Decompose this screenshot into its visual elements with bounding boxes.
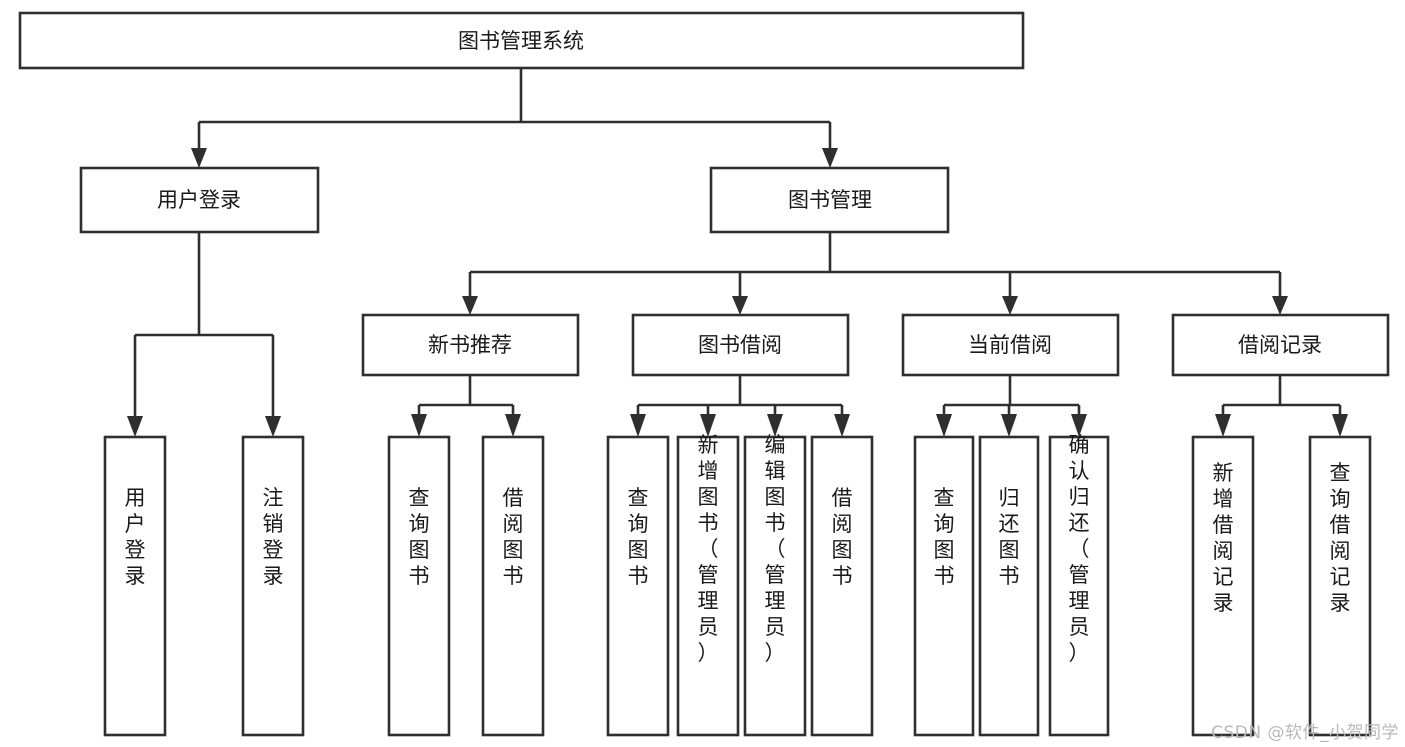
node-label: 图书管理 bbox=[788, 188, 872, 212]
node-label: 编辑图书（管理员） bbox=[765, 433, 786, 665]
arrow-head-icon bbox=[1002, 296, 1018, 315]
arrow-head-icon bbox=[732, 296, 748, 315]
arrow-head-icon bbox=[1071, 414, 1087, 437]
node-box[interactable] bbox=[978, 435, 1040, 737]
node-box[interactable] bbox=[1308, 435, 1372, 737]
node-label: 归还图书 bbox=[999, 486, 1020, 588]
node-box[interactable] bbox=[79, 166, 320, 234]
connector-root-to-level2 bbox=[191, 68, 838, 168]
node-box[interactable] bbox=[709, 166, 950, 234]
node-leaf-query-book-1[interactable]: 查询图书 bbox=[387, 435, 451, 737]
arrow-head-icon bbox=[127, 416, 143, 437]
node-box[interactable] bbox=[241, 435, 305, 737]
node-label: 借阅记录 bbox=[1238, 333, 1322, 357]
node-label: 借阅图书 bbox=[832, 486, 853, 588]
arrow-head-icon bbox=[411, 414, 427, 437]
node-box[interactable] bbox=[18, 11, 1025, 70]
node-leaf-borrow-book-1[interactable]: 借阅图书 bbox=[481, 435, 545, 737]
node-leaf-add-record[interactable]: 新增借阅记录 bbox=[1191, 435, 1255, 737]
node-new-book-rec[interactable]: 新书推荐 bbox=[361, 313, 580, 377]
connector-bookborrow-to-leaves bbox=[630, 375, 850, 437]
node-leaf-query-record[interactable]: 查询借阅记录 bbox=[1308, 435, 1372, 737]
arrow-head-icon bbox=[630, 414, 646, 437]
node-label: 注销登录 bbox=[263, 486, 284, 588]
node-label: 图书借阅 bbox=[698, 333, 782, 357]
node-box[interactable] bbox=[1171, 313, 1390, 377]
node-box[interactable] bbox=[387, 435, 451, 737]
node-leaf-query-book-2[interactable]: 查询图书 bbox=[606, 435, 670, 737]
node-leaf-return-book[interactable]: 归还图书 bbox=[978, 435, 1040, 737]
connector-currentborrow-to-leaves bbox=[936, 375, 1087, 437]
arrow-head-icon bbox=[462, 296, 478, 315]
node-current-borrow[interactable]: 当前借阅 bbox=[901, 313, 1120, 377]
node-borrow-record[interactable]: 借阅记录 bbox=[1171, 313, 1390, 377]
node-user-login[interactable]: 用户登录 bbox=[79, 166, 320, 234]
node-box[interactable] bbox=[103, 435, 167, 737]
connector-newbookrec-to-leaves bbox=[411, 375, 521, 437]
node-book-manage[interactable]: 图书管理 bbox=[709, 166, 950, 234]
node-leaf-edit-book[interactable]: 编辑图书（管理员） bbox=[743, 433, 807, 737]
node-label: 图书管理系统 bbox=[458, 29, 584, 53]
arrow-head-icon bbox=[936, 414, 952, 437]
arrow-head-icon bbox=[822, 148, 838, 168]
arrow-head-icon bbox=[700, 414, 716, 437]
node-label: 借阅图书 bbox=[503, 486, 524, 588]
node-root[interactable]: 图书管理系统 bbox=[18, 11, 1025, 70]
node-leaf-confirm-return[interactable]: 确认归还（管理员） bbox=[1048, 433, 1110, 737]
csdn-watermark: CSDN @软件_小贺同学 bbox=[1211, 723, 1399, 743]
node-box[interactable] bbox=[606, 435, 670, 737]
node-box[interactable] bbox=[1048, 435, 1110, 737]
node-label: 用户登录 bbox=[157, 188, 241, 212]
arrow-head-icon bbox=[505, 414, 521, 437]
node-label: 用户登录 bbox=[125, 486, 146, 588]
arrow-head-icon bbox=[834, 414, 850, 437]
arrow-head-icon bbox=[1272, 296, 1288, 315]
node-box[interactable] bbox=[481, 435, 545, 737]
node-leaf-user-login[interactable]: 用户登录 bbox=[103, 435, 167, 737]
node-label: 当前借阅 bbox=[968, 333, 1052, 357]
node-leaf-query-book-3[interactable]: 查询图书 bbox=[913, 435, 975, 737]
connector-bookmanage-to-level3 bbox=[462, 232, 1288, 315]
node-label: 查询图书 bbox=[628, 486, 649, 588]
arrow-head-icon bbox=[1215, 414, 1231, 437]
node-leaf-logout[interactable]: 注销登录 bbox=[241, 435, 305, 737]
node-leaf-borrow-book-2[interactable]: 借阅图书 bbox=[810, 435, 874, 737]
node-box[interactable] bbox=[676, 435, 740, 737]
node-label: 确认归还（管理员） bbox=[1069, 433, 1090, 665]
node-label: 新增图书（管理员） bbox=[698, 433, 719, 665]
node-box[interactable] bbox=[743, 435, 807, 737]
node-label: 查询借阅记录 bbox=[1330, 461, 1351, 615]
node-box[interactable] bbox=[901, 313, 1120, 377]
node-label: 新增借阅记录 bbox=[1213, 461, 1234, 615]
node-box[interactable] bbox=[913, 435, 975, 737]
node-box[interactable] bbox=[631, 313, 850, 377]
node-book-borrow[interactable]: 图书借阅 bbox=[631, 313, 850, 377]
connector-userlogin-to-leaves bbox=[127, 232, 281, 437]
node-box[interactable] bbox=[1191, 435, 1255, 737]
node-label: 新书推荐 bbox=[428, 333, 512, 357]
arrow-head-icon bbox=[191, 148, 207, 168]
arrow-head-icon bbox=[265, 416, 281, 437]
node-label: 查询图书 bbox=[934, 486, 955, 588]
node-leaf-add-book[interactable]: 新增图书（管理员） bbox=[676, 433, 740, 737]
node-box[interactable] bbox=[810, 435, 874, 737]
arrow-head-icon bbox=[1332, 414, 1348, 437]
node-label: 查询图书 bbox=[409, 486, 430, 588]
node-box[interactable] bbox=[361, 313, 580, 377]
connector-borrowrecord-to-leaves bbox=[1215, 375, 1348, 437]
arrow-head-icon bbox=[767, 414, 783, 437]
arrow-head-icon bbox=[1001, 414, 1017, 437]
